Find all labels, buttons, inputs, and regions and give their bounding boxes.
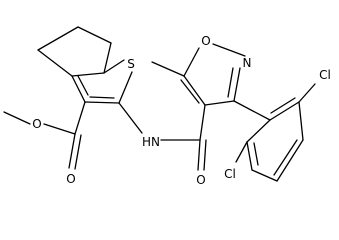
bond-isox-4-inner bbox=[227, 67, 234, 98]
bond-cp-5 bbox=[37, 49, 73, 77]
bond-th-3 bbox=[84, 101, 120, 104]
sulfur-label: S bbox=[127, 57, 135, 71]
bond-th-1 bbox=[103, 59, 125, 74]
bond-cp-4 bbox=[71, 72, 105, 77]
bond-th-4-inner bbox=[77, 75, 89, 96]
chlorine-bottom-label: Cl bbox=[224, 167, 236, 181]
bond-ph-1 bbox=[269, 101, 300, 121]
chlorine-top-label: Cl bbox=[319, 68, 331, 82]
bond-methyl bbox=[151, 61, 185, 77]
bond-ph-3 bbox=[276, 139, 304, 182]
bond-ph-6 bbox=[246, 119, 271, 143]
bond-amide-co-a bbox=[197, 139, 201, 171]
isoxazole-oxygen-label: O bbox=[201, 34, 210, 48]
ester-carbonyl-oxygen-label: O bbox=[66, 172, 75, 186]
molecule-structure: S HN N O O O O Cl Cl bbox=[3, 26, 331, 187]
bond-isox-3 bbox=[212, 43, 246, 57]
bond-isox-5 bbox=[204, 100, 235, 106]
bond-isox-2 bbox=[183, 47, 200, 77]
bond-lines bbox=[3, 26, 316, 182]
bond-ester-me bbox=[3, 111, 31, 125]
bond-ph-4 bbox=[251, 169, 278, 182]
bond-cp-2 bbox=[77, 26, 112, 44]
bond-ester-co-b bbox=[74, 134, 82, 170]
bond-th-3-inner bbox=[89, 96, 115, 99]
bond-th-4 bbox=[71, 75, 86, 103]
amide-oxygen-label: O bbox=[196, 173, 205, 187]
bond-amide-ring bbox=[199, 104, 206, 141]
bond-th-2 bbox=[118, 71, 133, 104]
bond-amide-n bbox=[118, 102, 143, 134]
bond-ph-1-inner bbox=[270, 97, 296, 114]
bond-isox-1 bbox=[183, 75, 206, 106]
bond-isox-1-inner bbox=[180, 79, 200, 104]
bond-ester-oe bbox=[43, 123, 76, 135]
bond-ester-1 bbox=[74, 101, 86, 135]
isoxazole-nitrogen-label: N bbox=[243, 56, 252, 70]
amide-nh-label: HN bbox=[142, 135, 160, 149]
atom-labels: S HN N O O O O Cl Cl bbox=[32, 34, 331, 187]
bond-amide-co-b bbox=[203, 139, 207, 171]
bond-ph-5 bbox=[246, 141, 253, 171]
ester-ether-oxygen-label: O bbox=[32, 117, 41, 131]
bond-cp-3 bbox=[103, 42, 112, 74]
bond-ph-2 bbox=[298, 101, 304, 141]
bond-ph-3-inner bbox=[273, 139, 298, 176]
bond-cl-top bbox=[298, 83, 316, 103]
bond-cp-1 bbox=[37, 26, 79, 51]
bond-ester-co-a bbox=[68, 133, 76, 169]
bond-isox-4 bbox=[233, 67, 241, 102]
bond-cl-bottom bbox=[235, 141, 248, 163]
bond-aryl bbox=[233, 100, 271, 121]
bond-ph-5-inner bbox=[253, 142, 259, 166]
